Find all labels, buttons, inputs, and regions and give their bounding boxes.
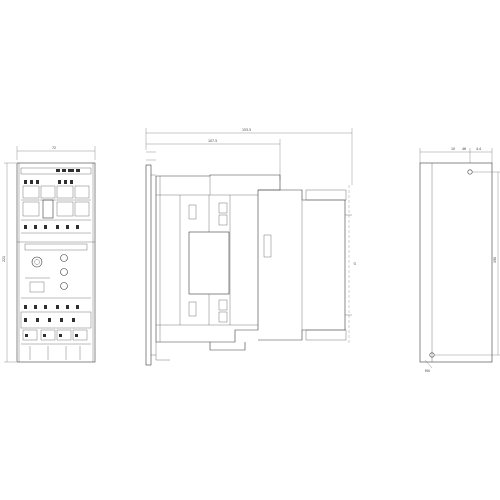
mounting-top-dim-2: 46 <box>462 147 466 151</box>
side-view: 153.5 107.5 <box>145 128 357 366</box>
mounting-hole-dim: 4.4 <box>476 147 481 151</box>
mounting-height-dim: 190 <box>493 257 497 263</box>
side-partial-depth-dim: 107.5 <box>208 139 217 143</box>
side-right-mark: ∅ <box>353 262 357 265</box>
front-height-dim: 221 <box>2 256 6 262</box>
front-width-dim: 72 <box>52 146 56 150</box>
front-view: 72 221 <box>2 146 96 363</box>
side-overall-depth-dim: 153.5 <box>242 128 251 132</box>
mounting-top-dim-1: 10 <box>451 147 455 151</box>
mounting-view: 10 46 4.4 190 M4 <box>419 147 500 373</box>
mounting-bottom-dim: M4 <box>425 369 430 373</box>
